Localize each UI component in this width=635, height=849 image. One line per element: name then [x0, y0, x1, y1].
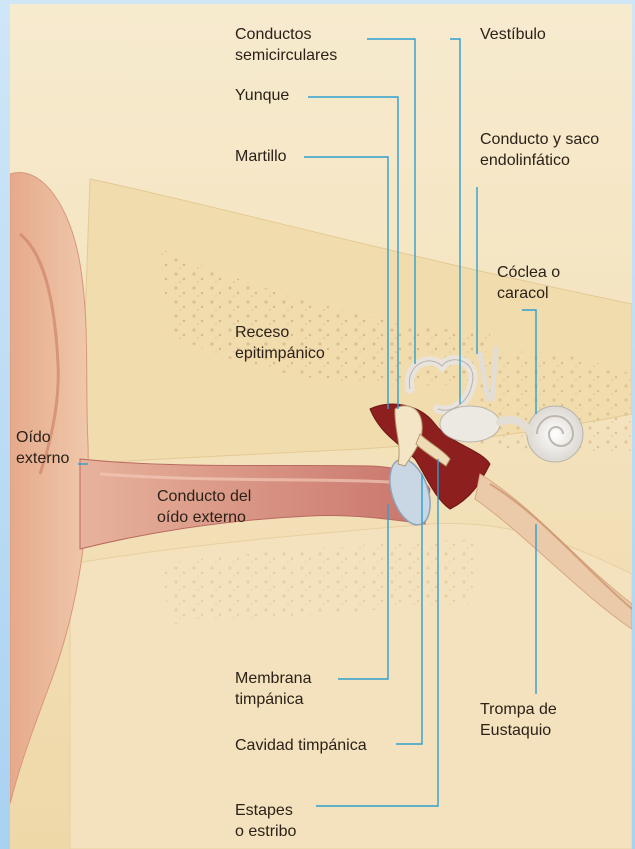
label-stapes: Estapes o estribo — [235, 800, 296, 842]
label-cochlea: Cóclea o caracol — [497, 262, 560, 304]
label-tympanic-membrane: Membrana timpánica — [235, 668, 311, 710]
label-external-canal: Conducto del oído externo — [157, 486, 251, 528]
label-malleus: Martillo — [235, 146, 287, 167]
label-outer-ear: Oído externo — [16, 427, 69, 469]
illustration-frame: Conductos semicirculares Vestíbulo Yunqu… — [10, 4, 632, 849]
label-endolymphatic-duct: Conducto y saco endolinfático — [480, 129, 599, 171]
cochlea — [527, 406, 583, 462]
label-incus: Yunque — [235, 85, 289, 106]
label-vestibule: Vestíbulo — [480, 24, 546, 45]
label-tympanic-cavity: Cavidad timpánica — [235, 735, 367, 756]
vestibule — [440, 406, 500, 442]
label-eustachian-tube: Trompa de Eustaquio — [480, 699, 557, 741]
label-epitympanic-recess: Receso epitimpánico — [235, 322, 325, 364]
label-semicircular-canals: Conductos semicirculares — [235, 24, 337, 66]
